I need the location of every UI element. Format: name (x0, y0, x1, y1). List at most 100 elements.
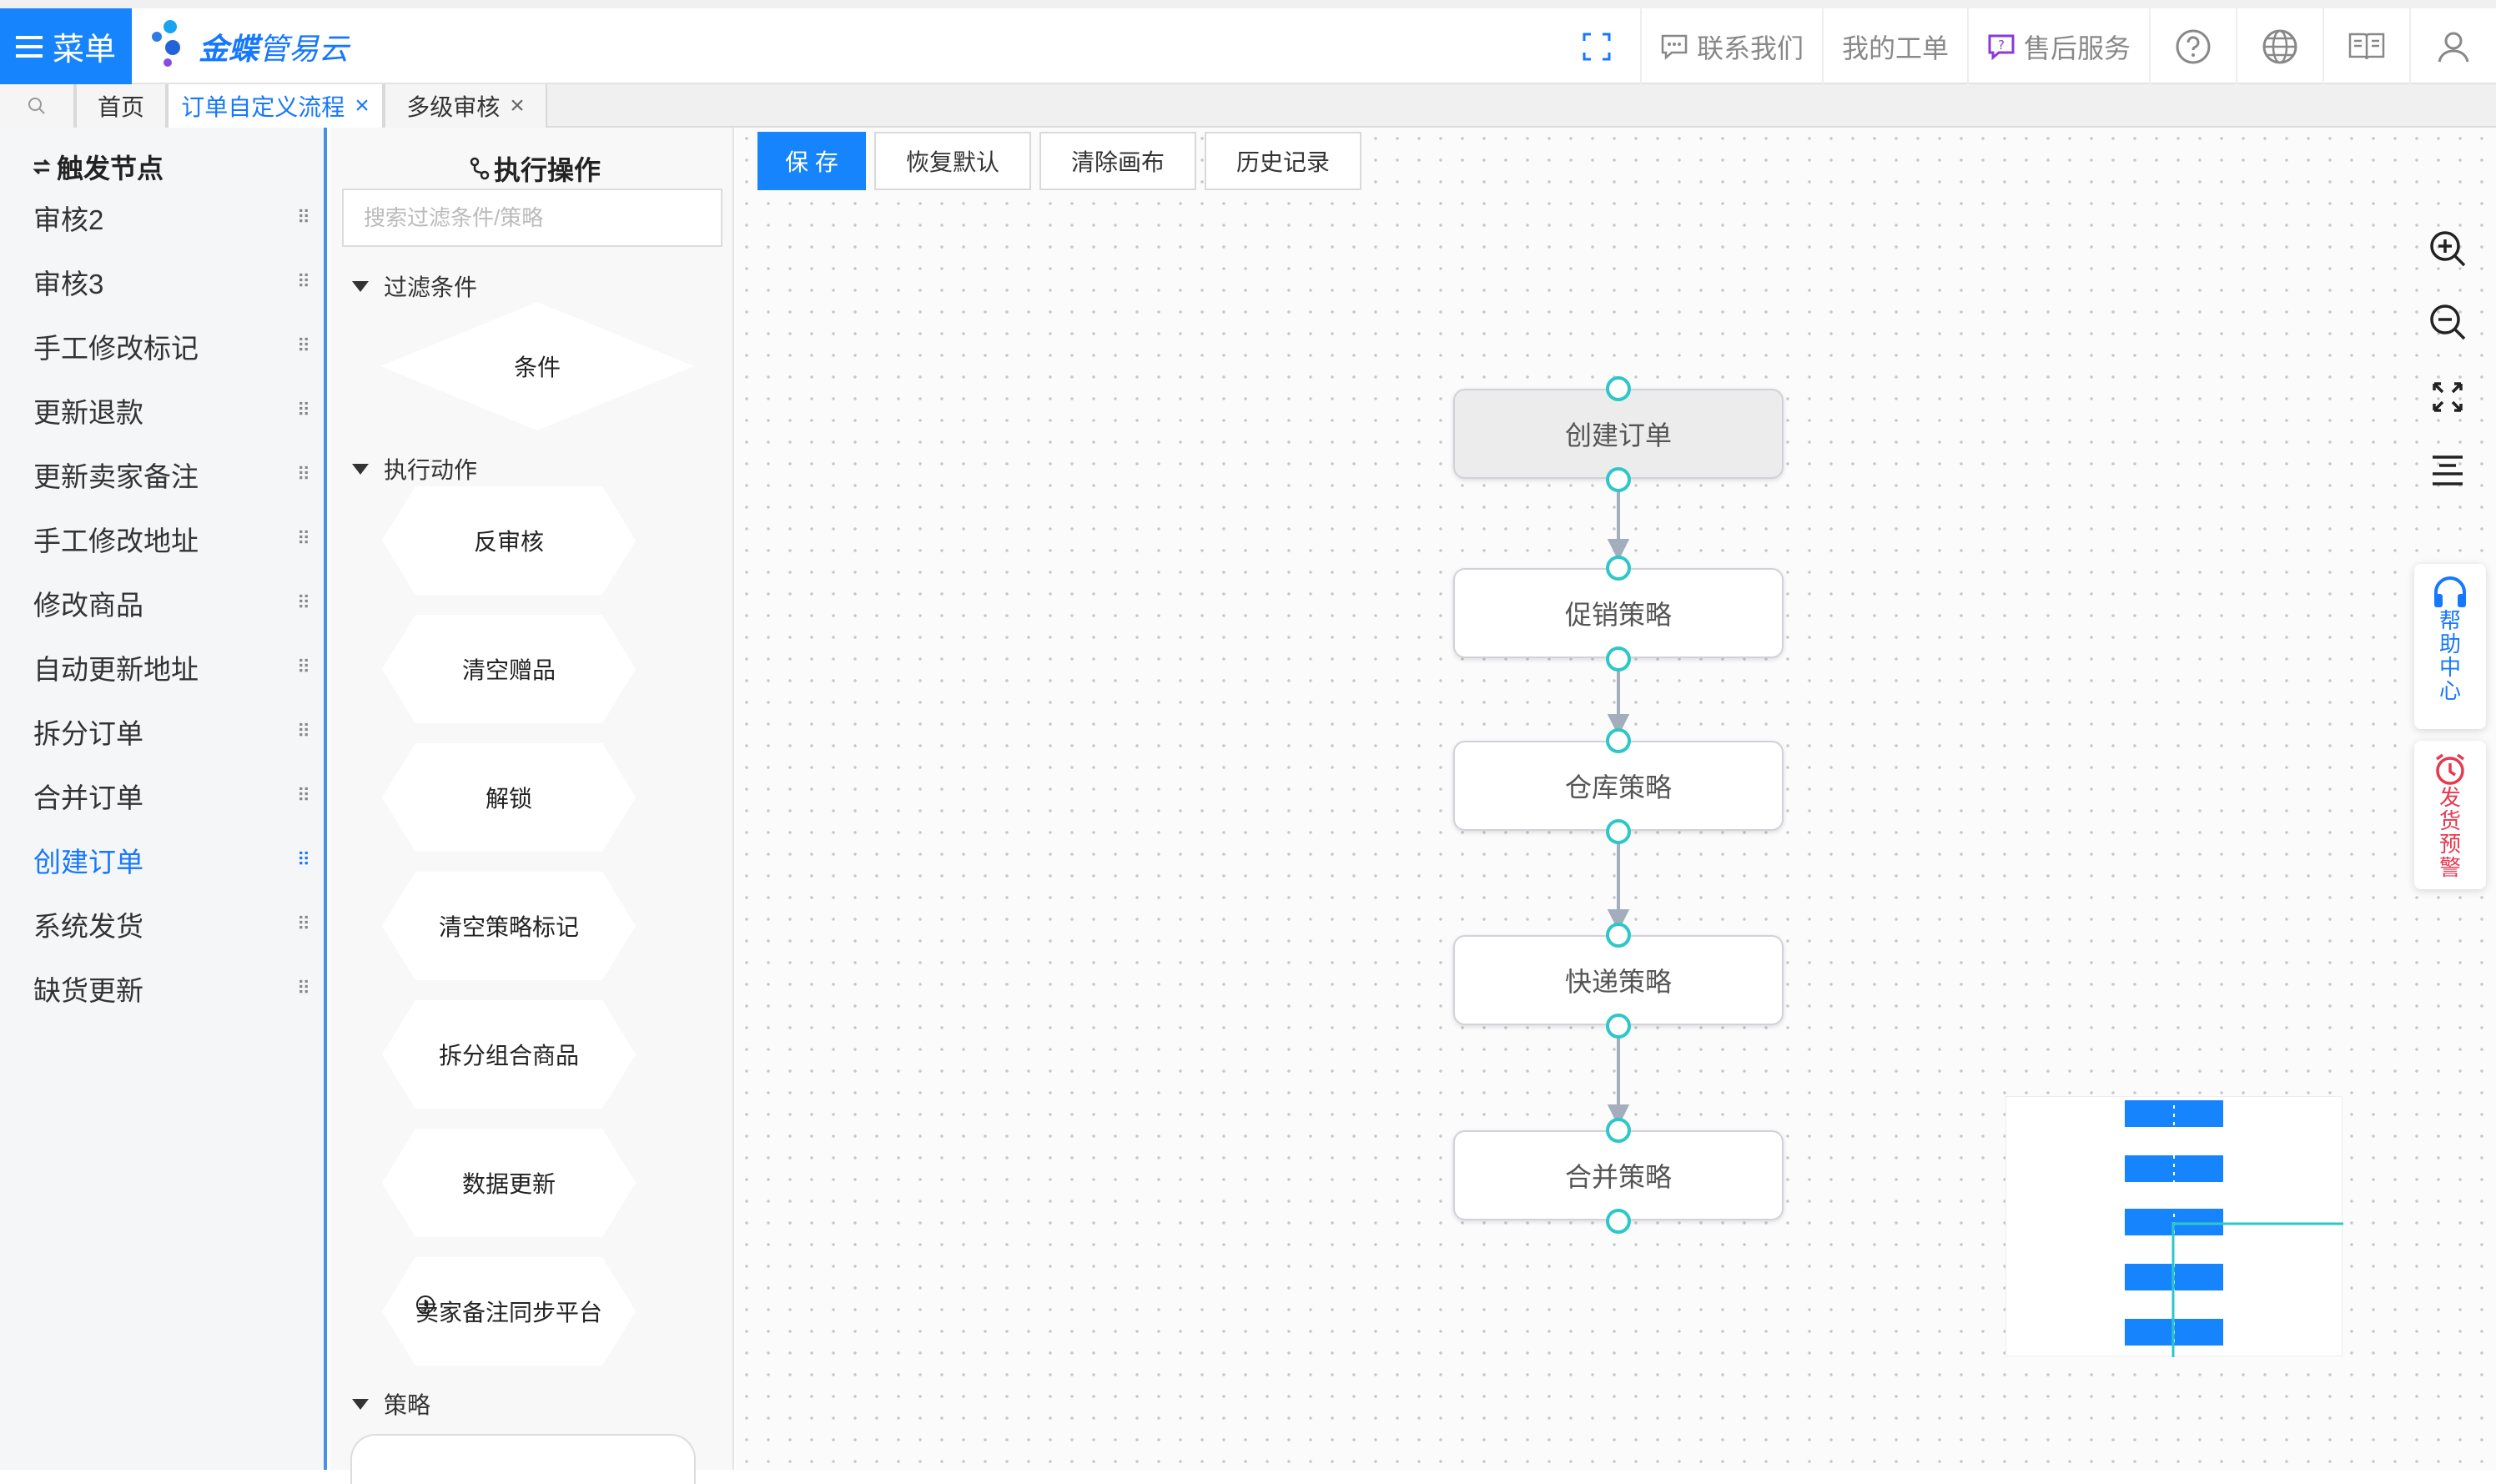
port-handle[interactable] (1606, 646, 1631, 672)
restore-default-button[interactable]: 恢复默认 (874, 132, 1031, 190)
port-handle[interactable] (1606, 556, 1631, 581)
trigger-item-manual-mark[interactable]: 手工修改标记⠿ (33, 325, 310, 367)
trigger-item-update-refund[interactable]: 更新退款⠿ (33, 390, 310, 431)
trigger-item-review-2[interactable]: 审核2⠿ (33, 197, 310, 239)
drag-handle-icon[interactable]: ⠿ (296, 335, 310, 356)
drag-handle-icon[interactable]: ⠿ (296, 785, 310, 806)
trigger-item-label: 修改商品 (33, 590, 143, 621)
drag-handle-icon[interactable]: ⠿ (296, 271, 310, 292)
port-handle[interactable] (1606, 923, 1631, 948)
drag-handle-icon[interactable]: ⠿ (296, 978, 310, 999)
trigger-item-review-3[interactable]: 审核3⠿ (33, 261, 310, 303)
hamburger-icon (15, 35, 43, 58)
action-item-clear-strategy-mark[interactable]: 清空策略标记 (382, 872, 636, 980)
action-panel-title-text: 执行操作 (494, 155, 601, 185)
port-handle[interactable] (1606, 1209, 1631, 1234)
question-circle-icon (2176, 29, 2211, 63)
drag-handle-icon[interactable]: ⠿ (296, 528, 310, 549)
flow-node-merge-strategy[interactable]: 合并策略 (1453, 1130, 1784, 1220)
close-icon[interactable]: × (510, 92, 525, 119)
after-sales-button[interactable]: ? 售后服务 (1966, 8, 2149, 84)
contact-us-button[interactable]: 联系我们 (1639, 8, 1822, 84)
action-item-split-combo[interactable]: 拆分组合商品 (382, 1000, 636, 1109)
flow-node-warehouse-strategy[interactable]: 仓库策略 (1453, 741, 1784, 831)
save-button[interactable]: 保 存 (757, 132, 866, 190)
trigger-item-create-order[interactable]: 创建订单⠿ (33, 839, 310, 881)
help-center-widget[interactable]: 帮助中心 (2414, 564, 2486, 729)
flow-node-create-order[interactable]: 创建订单 (1453, 389, 1784, 479)
action-item-sync-seller-note[interactable]: 卖家备注同步平台 (382, 1257, 636, 1366)
port-handle[interactable] (1606, 1014, 1631, 1039)
filter-search-input[interactable]: 搜索过滤条件/策略 (342, 189, 722, 247)
drag-handle-icon[interactable]: ⠿ (296, 656, 310, 677)
flow-node-promotion-strategy[interactable]: 促销策略 (1453, 568, 1784, 658)
flow-node-express-strategy[interactable]: 快递策略 (1453, 935, 1784, 1025)
help-button[interactable] (2149, 8, 2236, 84)
action-item-clear-gifts[interactable]: 清空赠品 (382, 615, 636, 723)
trigger-item-split-order[interactable]: 拆分订单⠿ (33, 711, 310, 752)
minimap[interactable] (2005, 1096, 2360, 1357)
language-button[interactable] (2236, 8, 2322, 84)
trigger-item-manual-address[interactable]: 手工修改地址⠿ (33, 518, 310, 560)
fit-view-button[interactable] (2428, 377, 2468, 421)
port-handle[interactable] (1606, 1118, 1631, 1143)
my-tickets-button[interactable]: 我的工单 (1821, 8, 1967, 84)
tab-multi-level-review[interactable]: 多级审核 × (384, 84, 547, 128)
close-icon[interactable]: × (355, 92, 370, 119)
drag-handle-icon[interactable]: ⠿ (296, 592, 310, 613)
action-item-label: 拆分组合商品 (438, 1043, 579, 1069)
trigger-item-label: 系统发货 (33, 911, 143, 942)
trigger-item-merge-order[interactable]: 合并订单⠿ (33, 775, 310, 817)
app-logo[interactable]: 金蝶管易云 (148, 20, 349, 73)
port-handle[interactable] (1606, 728, 1631, 753)
shipping-alert-widget[interactable]: 发货预警 (2414, 741, 2486, 889)
clear-canvas-button[interactable]: 清除画布 (1039, 132, 1196, 190)
port-handle[interactable] (1606, 467, 1631, 492)
port-handle[interactable] (1606, 376, 1631, 401)
align-center-icon (2433, 455, 2463, 485)
drag-handle-icon[interactable]: ⠿ (296, 721, 310, 742)
user-button[interactable] (2409, 8, 2496, 84)
fullscreen-button[interactable] (1553, 8, 1640, 84)
condition-shape[interactable]: 条件 (380, 302, 694, 430)
drag-handle-icon[interactable]: ⠿ (296, 849, 310, 870)
trigger-item-system-ship[interactable]: 系统发货 ⠿ (33, 903, 310, 945)
tab-search-button[interactable] (0, 84, 75, 128)
drag-handle-icon[interactable]: ⠿ (296, 464, 310, 485)
drag-handle-icon[interactable]: ⠿ (296, 913, 310, 934)
flow-icon (470, 157, 490, 180)
diamond-shape-icon (380, 302, 694, 430)
tab-home[interactable]: 首页 (75, 84, 167, 128)
section-label: 执行动作 (384, 457, 478, 483)
action-item-unreview[interactable]: 反审核 (382, 486, 636, 595)
trigger-item-auto-address[interactable]: 自动更新地址⠿ (33, 646, 310, 688)
section-strategy-header[interactable]: 策略 (352, 1387, 430, 1421)
history-button[interactable]: 历史记录 (1205, 132, 1361, 190)
action-item-label: 反审核 (473, 529, 544, 555)
trigger-item-modify-goods[interactable]: 修改商品 ⠿ (33, 582, 310, 624)
condition-label: 条件 (513, 355, 561, 380)
action-item-label: 数据更新 (461, 1171, 556, 1197)
align-center-button[interactable] (2428, 450, 2468, 495)
action-item-data-update[interactable]: 数据更新 (382, 1129, 636, 1237)
caret-down-icon (352, 463, 369, 475)
docs-button[interactable] (2322, 8, 2409, 84)
drag-handle-icon[interactable]: ⠿ (296, 400, 310, 420)
hexagon-shape-icon (382, 486, 636, 595)
port-handle[interactable] (1606, 819, 1631, 844)
info-icon[interactable] (415, 1295, 435, 1315)
section-filter-header[interactable]: 过滤条件 (352, 269, 477, 303)
zoom-in-button[interactable] (2428, 229, 2468, 273)
section-actions-header[interactable]: 执行动作 (352, 452, 477, 485)
trigger-item-update-seller-note[interactable]: 更新卖家备注⠿ (33, 454, 310, 496)
zoom-out-button[interactable] (2428, 302, 2468, 346)
drag-handle-icon[interactable]: ⠿ (296, 207, 310, 228)
trigger-item-stockout-update[interactable]: 缺货更新⠿ (33, 968, 310, 1009)
caret-down-icon (352, 280, 369, 292)
action-item-unlock[interactable]: 解锁 (382, 743, 636, 852)
tab-order-custom-flow[interactable]: 订单自定义流程 × (167, 84, 384, 128)
flow-canvas[interactable] (736, 128, 2496, 1470)
menu-button[interactable]: 菜单 (0, 8, 132, 84)
